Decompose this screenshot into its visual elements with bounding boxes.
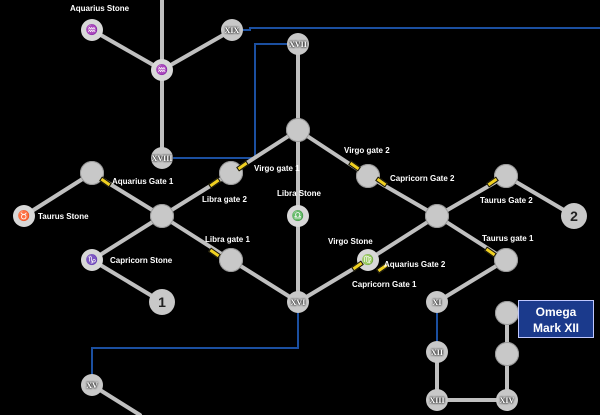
omega-mark-xii-badge[interactable]: Omega Mark XII	[518, 300, 594, 338]
node-xv[interactable]: XV	[81, 374, 103, 396]
libra-icon[interactable]: ♎	[287, 205, 309, 227]
node-number-2[interactable]: 2	[561, 203, 587, 229]
node-xix[interactable]: XIX	[221, 19, 243, 41]
label-virgo-gate-2: Virgo gate 2	[344, 146, 390, 155]
label-virgo-stone: Virgo Stone	[328, 237, 373, 246]
connector-xix-right	[232, 27, 600, 31]
label-taurus-gate-1: Taurus gate 1	[482, 234, 534, 243]
node-libra-gate-1[interactable]	[219, 248, 243, 272]
label-virgo-gate-1: Virgo gate 1	[254, 164, 300, 173]
node-number-1[interactable]: 1	[149, 289, 175, 315]
label-capricorn-gate-2: Capricorn Gate 2	[390, 174, 455, 183]
capricorn-icon[interactable]: ♑	[81, 249, 103, 271]
node-taurus-gate-1[interactable]	[494, 248, 518, 272]
label-aquarius-gate-2: Aquarius Gate 2	[384, 260, 446, 269]
omega-title: Omega	[535, 305, 577, 319]
node-xii[interactable]: XII	[426, 341, 448, 363]
connector-xvi-xv	[91, 302, 299, 385]
gray-paths	[22, 0, 576, 415]
label-capricorn-gate-1: Capricorn Gate 1	[352, 280, 417, 289]
label-libra-stone: Libra Stone	[277, 189, 322, 198]
omega-subtitle: Mark XII	[532, 321, 580, 335]
label-taurus-gate-2: Taurus Gate 2	[480, 196, 533, 205]
node-left-hub[interactable]	[150, 204, 174, 228]
node-xiii[interactable]: XIII	[426, 389, 448, 411]
node-xvi[interactable]: XVI	[287, 291, 309, 313]
node-taurus-gate-2[interactable]	[494, 164, 518, 188]
connector-xviii-xvii	[162, 43, 290, 159]
label-capricorn-stone: Capricorn Stone	[110, 256, 173, 265]
taurus-icon[interactable]: ♉	[13, 205, 35, 227]
node-xvii[interactable]: XVII	[287, 33, 309, 55]
node-xiv[interactable]: XIV	[496, 389, 518, 411]
hub-aquarius-icon[interactable]: ♒	[151, 59, 173, 81]
label-taurus-stone: Taurus Stone	[38, 212, 89, 221]
node-right-hub[interactable]	[425, 204, 449, 228]
node-omega-entry[interactable]	[495, 301, 519, 325]
node-xviii[interactable]: XVIII	[151, 147, 173, 169]
label-libra-gate-2: Libra gate 2	[202, 195, 247, 204]
node-lower-right[interactable]	[495, 342, 519, 366]
aquarius-icon[interactable]: ♒	[81, 19, 103, 41]
label-aquarius-gate-1: Aquarius Gate 1	[112, 177, 174, 186]
label-aquarius-stone: Aquarius Stone	[70, 4, 130, 13]
node-xi[interactable]: XI	[426, 291, 448, 313]
label-libra-gate-1: Libra gate 1	[205, 235, 250, 244]
node-top-center[interactable]	[286, 118, 310, 142]
